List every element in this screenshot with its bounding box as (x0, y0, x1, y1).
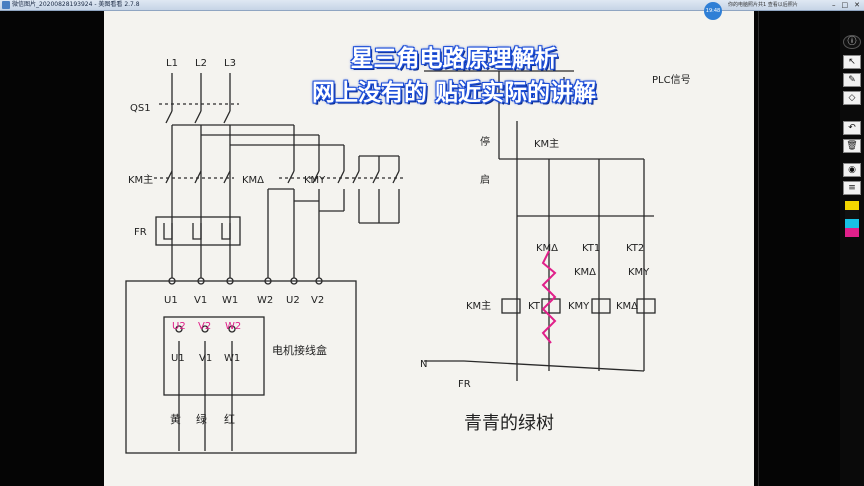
label-km-main-contact: KM主 (534, 138, 559, 150)
control-circuit-labels: PLC信号 停 启 KM主 KMΔ KT1 KT2 KMΔ KMY KM主 KT… (420, 74, 691, 434)
coil-km-main: KM主 (466, 300, 491, 312)
clock-badge: 19:48 (704, 2, 722, 20)
app-icon (2, 1, 10, 9)
pen-icon[interactable]: ✎ (843, 73, 861, 87)
wire-yellow: 黄 (170, 412, 181, 426)
swatch-black[interactable] (845, 210, 859, 219)
coil-km-y: KMY (568, 301, 590, 312)
label-l1: L1 (166, 58, 178, 69)
terminal-v1: V1 (194, 295, 207, 306)
box-v2: V2 (198, 321, 211, 332)
signature-text: 青青的绿树 (464, 413, 554, 434)
terminal-w1: W1 (222, 295, 238, 306)
maximize-button[interactable]: □ (841, 1, 849, 9)
label-contact-kt1: KT1 (582, 243, 600, 254)
label-l3: L3 (224, 58, 236, 69)
swatch-magenta[interactable] (845, 228, 859, 237)
window-title-bar: 微信图片_20200828193924 - 美图看看 2.7.8 19:48 你… (0, 0, 864, 20)
overlay-title-line1: 星三角电路原理解析 (350, 46, 558, 72)
undo-icon[interactable]: ↶ (843, 121, 861, 135)
label-qs1: QS1 (130, 103, 151, 114)
label-contact2-km-y: KMY (628, 267, 650, 278)
terminal-u1: U1 (164, 295, 178, 306)
box-u2: U2 (172, 321, 186, 332)
label-fr: FR (134, 227, 147, 238)
viewer-background-left (0, 11, 104, 486)
label-contact-kt2: KT2 (626, 243, 644, 254)
box-v1: V1 (199, 353, 212, 364)
box-w1: W1 (224, 353, 240, 364)
annotation-toolbar: ⓘ ↖ ✎ ◇ ↶ 🗑 ◉ ≡ (840, 11, 864, 486)
label-plc-signal: PLC信号 (652, 74, 691, 86)
label-start: 启 (480, 173, 490, 186)
box-w2: W2 (225, 321, 241, 332)
label-contact-km-delta: KMΔ (536, 243, 558, 254)
delete-icon[interactable]: 🗑 (843, 139, 861, 153)
list-icon[interactable]: ≡ (843, 181, 861, 195)
swatch-yellow[interactable] (845, 201, 859, 210)
minimize-button[interactable]: – (832, 1, 836, 9)
terminal-box-label: 电机接线盒 (272, 343, 327, 357)
color-palette[interactable] (845, 201, 859, 237)
viewer-background-right (754, 11, 840, 486)
close-button[interactable]: ✕ (854, 1, 860, 9)
label-neutral: N (420, 359, 427, 370)
terminal-u2: U2 (286, 295, 300, 306)
coil-kt: KT (528, 301, 541, 312)
label-stop: 停 (480, 135, 490, 148)
window-controls: – □ ✕ (832, 1, 860, 9)
label-km-y: KMY (304, 175, 326, 186)
label-km-main: KM主 (128, 174, 153, 186)
terminal-w2: W2 (257, 295, 273, 306)
label-l2: L2 (195, 58, 207, 69)
terminal-v2: V2 (311, 295, 324, 306)
camera-icon[interactable]: ◉ (843, 163, 861, 177)
circuit-drawing: L1 L2 L3 QS1 KM主 KMΔ KMY FR U1 V1 W1 W2 … (125, 58, 691, 454)
box-u1: U1 (171, 353, 185, 364)
window-title: 微信图片_20200828193924 - 美图看看 2.7.8 (12, 1, 140, 8)
power-circuit-labels: L1 L2 L3 QS1 KM主 KMΔ KMY FR U1 V1 W1 W2 … (128, 58, 327, 426)
coil-km-delta: KMΔ (616, 301, 638, 312)
pointer-icon[interactable]: ↖ (843, 55, 861, 69)
label-contact2-km-delta: KMΔ (574, 267, 596, 278)
wire-red: 红 (224, 413, 235, 426)
wire-green: 绿 (196, 412, 207, 426)
image-canvas[interactable]: L1 L2 L3 QS1 KM主 KMΔ KMY FR U1 V1 W1 W2 … (104, 11, 754, 486)
notification-ticker[interactable]: 你的电脑照片共1 查看以后照片 (728, 2, 798, 8)
label-fr-control: FR (458, 379, 471, 390)
overlay-title-line2: 网上没有的 贴近实际的讲解 (311, 80, 596, 106)
viewer-divider (758, 11, 759, 486)
info-icon[interactable]: ⓘ (843, 35, 861, 49)
eraser-icon[interactable]: ◇ (843, 91, 861, 105)
swatch-cyan[interactable] (845, 219, 859, 228)
label-km-delta: KMΔ (242, 175, 264, 186)
